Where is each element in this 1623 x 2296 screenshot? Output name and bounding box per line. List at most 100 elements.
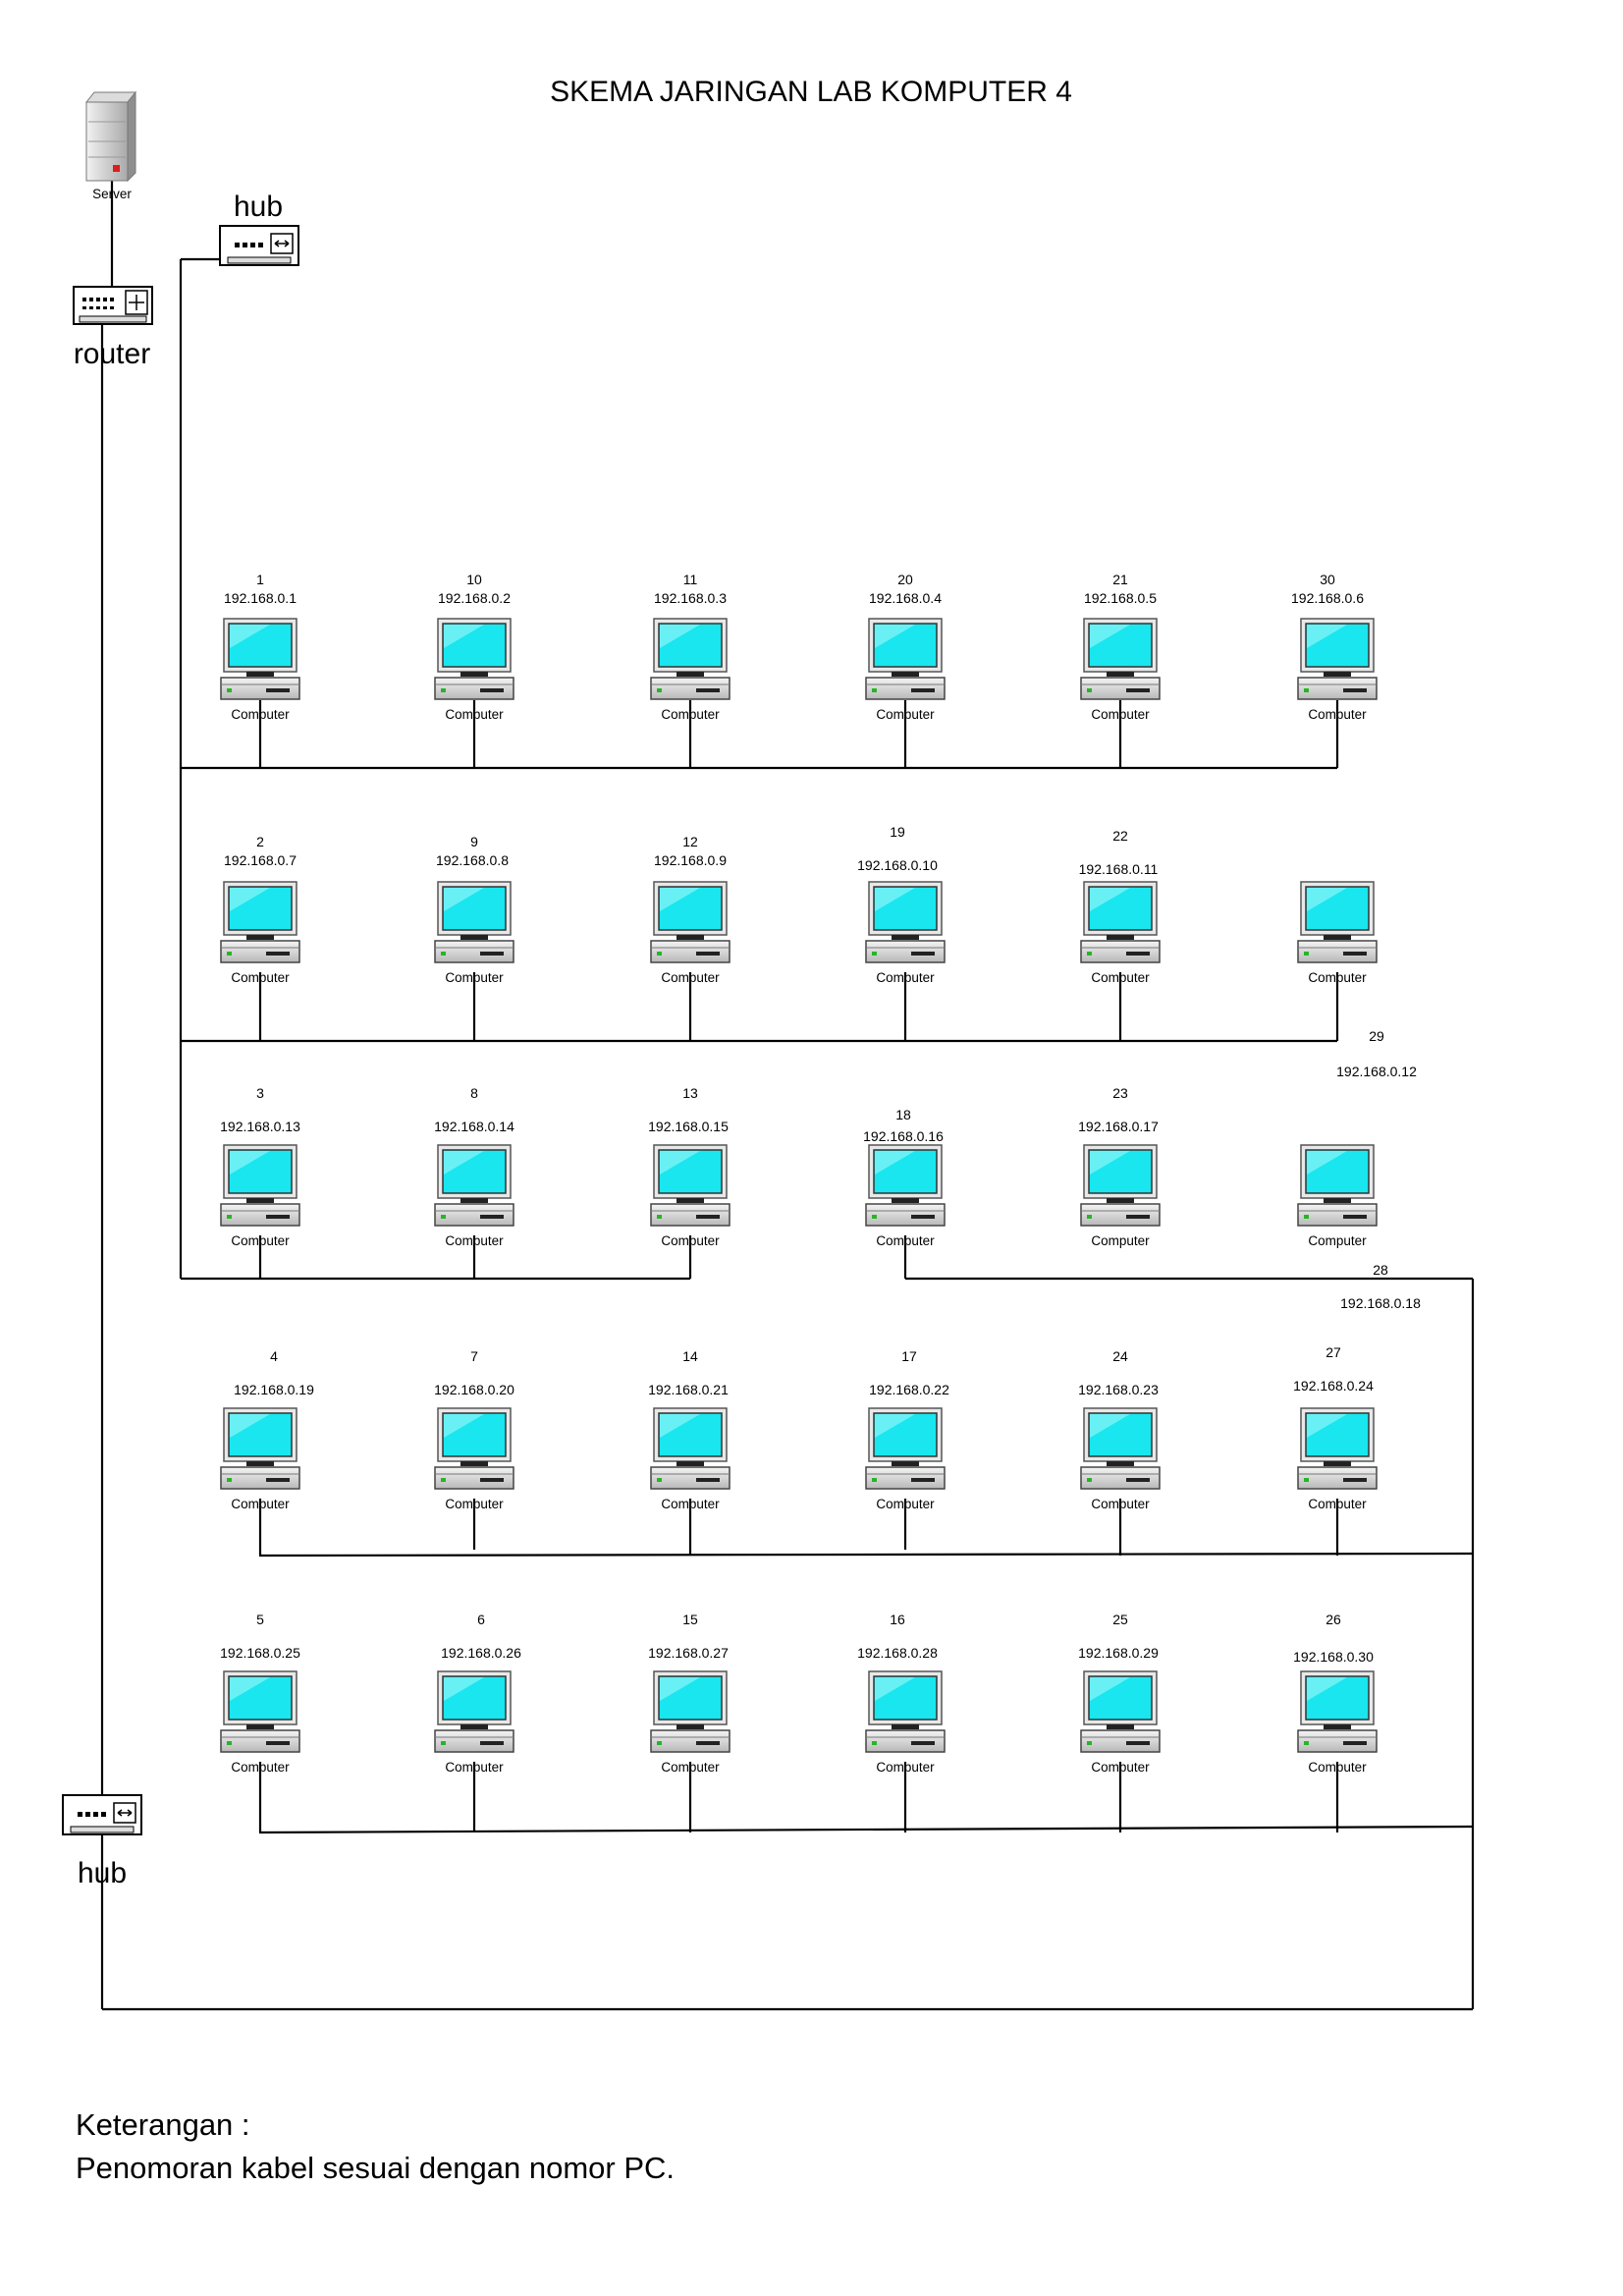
computer-caption: Computer xyxy=(231,1760,290,1775)
computer-caption: Computer xyxy=(1308,1497,1367,1511)
computer-caption: Computer xyxy=(231,1233,290,1248)
power-led xyxy=(872,1215,877,1219)
power-led xyxy=(1087,1215,1092,1219)
computer-number: 6 xyxy=(477,1612,485,1627)
computer-number: 28 xyxy=(1373,1262,1388,1278)
computer-icon xyxy=(865,881,946,963)
computer-number: 26 xyxy=(1325,1612,1341,1627)
power-led xyxy=(441,688,446,692)
computer-ip: 192.168.0.11 xyxy=(1079,861,1159,877)
computer-icon xyxy=(220,1670,300,1753)
computer-ip: 192.168.0.1 xyxy=(224,590,297,606)
computer-caption: Computer xyxy=(661,1497,720,1511)
power-led xyxy=(657,1478,662,1482)
monitor-screen xyxy=(1088,886,1153,931)
computer-icon xyxy=(865,618,946,700)
computer-caption: Computer xyxy=(876,1233,935,1248)
computer-ip: 192.168.0.21 xyxy=(648,1382,729,1397)
computer-caption: Computer xyxy=(661,970,720,985)
power-led xyxy=(227,1478,232,1482)
computer-icon xyxy=(220,1407,300,1490)
computer-icon xyxy=(220,881,300,963)
power-led xyxy=(657,1215,662,1219)
hub-icon xyxy=(62,1794,142,1835)
computer-number: 25 xyxy=(1112,1612,1128,1627)
monitor-screen xyxy=(873,1675,938,1721)
power-led xyxy=(1304,1478,1309,1482)
power-led xyxy=(1087,688,1092,692)
cable-bus-row-4 xyxy=(258,1552,1474,1558)
computer-caption: Computer xyxy=(1308,970,1367,985)
power-led xyxy=(657,1741,662,1745)
computer-number: 23 xyxy=(1112,1085,1128,1101)
computer-icon xyxy=(865,1407,946,1490)
computer-ip: 192.168.0.25 xyxy=(220,1645,300,1661)
computer-icon xyxy=(1080,1670,1161,1753)
computer-number: 2 xyxy=(256,834,264,849)
monitor-screen xyxy=(228,1412,293,1457)
computer-number: 29 xyxy=(1369,1028,1384,1044)
computer-icon xyxy=(1297,881,1378,963)
computer-icon xyxy=(1080,1144,1161,1227)
monitor-screen xyxy=(658,623,723,668)
computer-ip: 192.168.0.29 xyxy=(1078,1645,1159,1661)
power-led xyxy=(1087,952,1092,956)
computer-grid: 1192.168.0.1Computer10192.168.0.2Compute… xyxy=(220,572,1421,1775)
power-led xyxy=(1087,1741,1092,1745)
power-led xyxy=(872,1741,877,1745)
computer-icon xyxy=(1080,881,1161,963)
computer-icon xyxy=(434,1144,514,1227)
notes-text: Penomoran kabel sesuai dengan nomor PC. xyxy=(76,2151,675,2185)
computer-ip: 192.168.0.17 xyxy=(1078,1119,1159,1134)
computer-number: 18 xyxy=(895,1107,911,1122)
computer-ip: 192.168.0.14 xyxy=(434,1119,514,1134)
computer-ip: 192.168.0.6 xyxy=(1291,590,1364,606)
power-led xyxy=(872,952,877,956)
computer-ip: 192.168.0.4 xyxy=(869,590,942,606)
computer-ip: 192.168.0.23 xyxy=(1078,1382,1159,1397)
computer-caption: Computer xyxy=(231,970,290,985)
computer-number: 19 xyxy=(890,824,905,840)
computer-caption: Computer xyxy=(445,970,504,985)
computer-number: 13 xyxy=(682,1085,698,1101)
power-led xyxy=(1304,1215,1309,1219)
power-led xyxy=(1087,1478,1092,1482)
computer-number: 12 xyxy=(682,834,698,849)
computer-ip: 192.168.0.24 xyxy=(1293,1378,1374,1394)
computer-icon xyxy=(220,1144,300,1227)
router-icon xyxy=(73,286,153,325)
power-led xyxy=(227,688,232,692)
computer-caption: Computer xyxy=(876,970,935,985)
computer-ip: 192.168.0.8 xyxy=(436,852,509,868)
computer-ip: 192.168.0.15 xyxy=(648,1119,729,1134)
computer-caption: Computer xyxy=(1091,1497,1150,1511)
computer-number: 9 xyxy=(470,834,478,849)
power-led xyxy=(441,1215,446,1219)
hub-bottom-label: hub xyxy=(78,1857,127,1889)
computer-number: 22 xyxy=(1112,828,1128,844)
power-led xyxy=(872,1478,877,1482)
computer-caption: Computer xyxy=(1091,707,1150,722)
power-led xyxy=(227,1741,232,1745)
power-led xyxy=(872,688,877,692)
diagram-title: SKEMA JARINGAN LAB KOMPUTER 4 xyxy=(550,76,1072,108)
computer-ip: 192.168.0.5 xyxy=(1084,590,1157,606)
power-led xyxy=(1304,688,1309,692)
computer-caption: Computer xyxy=(661,1233,720,1248)
power-led xyxy=(441,1478,446,1482)
computer-number: 3 xyxy=(256,1085,264,1101)
power-led xyxy=(441,1741,446,1745)
computer-number: 15 xyxy=(682,1612,698,1627)
computer-icon xyxy=(434,1407,514,1490)
computer-ip: 192.168.0.12 xyxy=(1336,1064,1417,1079)
computer-ip: 192.168.0.27 xyxy=(648,1645,729,1661)
computer-icon xyxy=(1297,1670,1378,1753)
power-led xyxy=(441,952,446,956)
power-led xyxy=(227,952,232,956)
computer-icon xyxy=(650,1407,730,1490)
computer-icon xyxy=(1080,618,1161,700)
hub-icon xyxy=(219,225,299,266)
server-led xyxy=(113,165,120,172)
computer-number: 4 xyxy=(270,1348,278,1364)
